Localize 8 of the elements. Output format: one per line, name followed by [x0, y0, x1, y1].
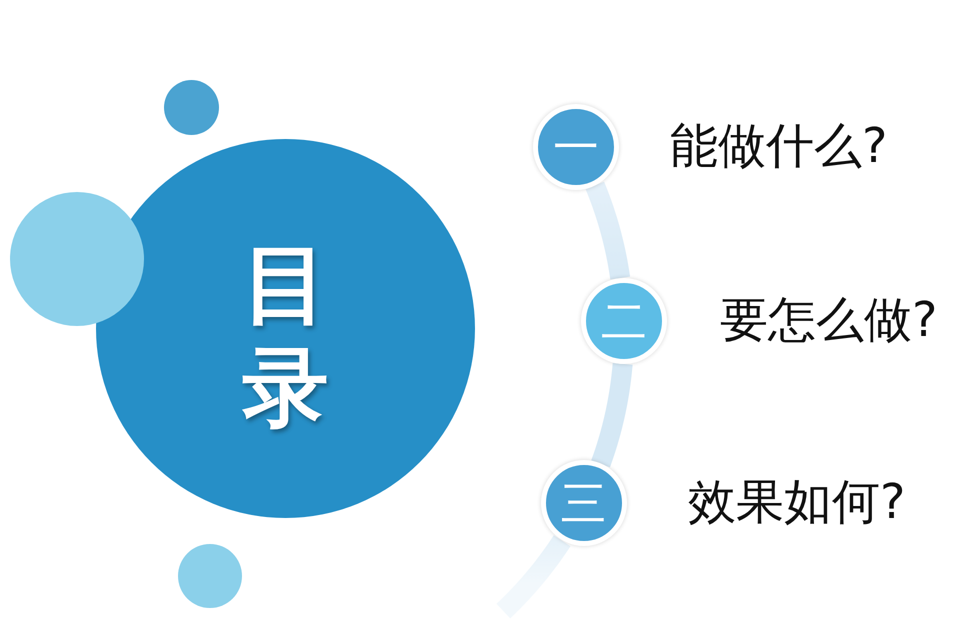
chapter-number: 三 [560, 480, 606, 526]
heading-text: 目录 [242, 234, 328, 440]
chapter-number: 一 [553, 124, 600, 170]
section-title-text: 效果如何? [688, 474, 906, 532]
arc-band [494, 532, 571, 620]
chapter-number: 二 [600, 298, 647, 344]
section-title-text: 能做什么? [670, 118, 888, 176]
section-title-text: 要怎么做? [720, 292, 938, 350]
